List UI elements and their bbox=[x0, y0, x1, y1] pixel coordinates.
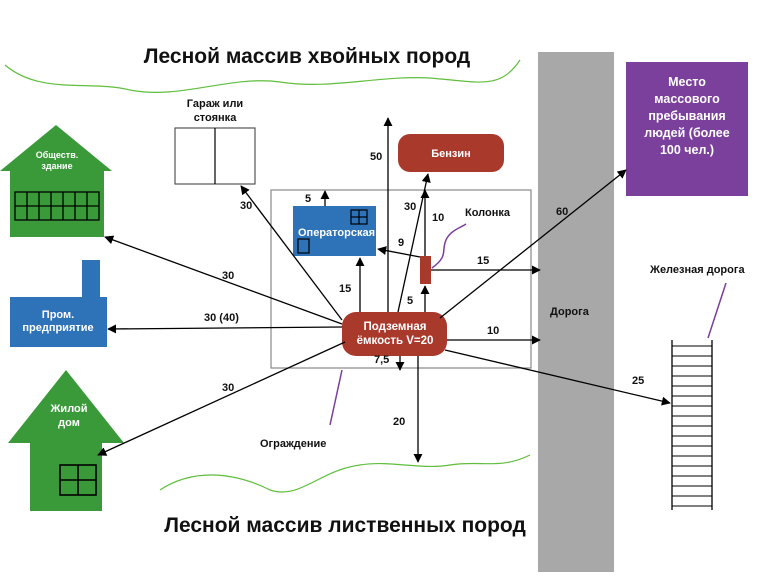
industrial-label: Пром.предприятие bbox=[22, 309, 93, 334]
distance-down-long: 20 bbox=[393, 416, 405, 428]
pump-pointer bbox=[431, 223, 467, 269]
road bbox=[538, 52, 614, 572]
industrial-enterprise bbox=[10, 260, 107, 347]
distance-operator-top: 5 bbox=[305, 193, 311, 205]
gasoline-tank bbox=[398, 134, 504, 172]
distance-railway: 25 bbox=[632, 375, 644, 387]
distance-garage: 30 bbox=[240, 200, 252, 212]
arrow-to-public-building bbox=[104, 235, 343, 325]
mass-gathering-place bbox=[626, 62, 748, 196]
pump-label: Колонка bbox=[465, 207, 511, 219]
arrow-to-industrial bbox=[107, 324, 343, 334]
arrow-to-garage bbox=[240, 185, 343, 321]
distance-residential: 30 bbox=[222, 382, 234, 394]
public-building-label: Обществ.здание bbox=[36, 150, 79, 171]
coniferous-forest-boundary bbox=[4, 59, 521, 93]
distance-tank-road: 10 bbox=[487, 325, 499, 337]
distance-pump-up: 10 bbox=[432, 212, 444, 224]
arrow-to-railway bbox=[444, 349, 671, 406]
railway-label: Железная дорога bbox=[649, 264, 745, 276]
distance-pump-road: 15 bbox=[477, 255, 489, 267]
distance-public-building: 30 bbox=[222, 270, 234, 282]
distance-down-short: 7,5 bbox=[374, 354, 389, 366]
distance-operator-room: 15 bbox=[339, 283, 351, 295]
operator-room bbox=[293, 206, 376, 256]
underground-tank bbox=[342, 312, 447, 356]
arrow-pump-to-operator bbox=[377, 246, 421, 258]
distance-operator-pump: 9 bbox=[398, 237, 404, 249]
title-deciduous-forest: Лесной массив лиственных пород bbox=[164, 514, 526, 537]
operator-room-label: Операторская bbox=[298, 227, 375, 239]
distance-mass-gathering: 60 bbox=[556, 206, 568, 218]
railway bbox=[671, 340, 713, 510]
arrow-to-mass-gathering bbox=[439, 169, 627, 319]
distance-gasoline: 30 bbox=[404, 201, 416, 213]
distance-up-arrow: 50 bbox=[370, 151, 382, 163]
road-label: Дорога bbox=[550, 306, 590, 318]
gasoline-label: Бензин bbox=[431, 148, 471, 160]
fence-label: Ограждение bbox=[260, 438, 326, 450]
fence-pointer bbox=[329, 369, 343, 426]
public-building bbox=[0, 125, 112, 237]
distance-industrial: 30 (40) bbox=[204, 312, 239, 324]
distance-pump-tank: 5 bbox=[407, 295, 413, 307]
arrow-to-residential bbox=[97, 341, 346, 456]
railway-pointer bbox=[707, 282, 727, 339]
title-coniferous-forest: Лесной массив хвойных пород bbox=[144, 45, 470, 68]
residential-house bbox=[8, 370, 124, 511]
fuel-pump bbox=[420, 256, 431, 284]
deciduous-forest-boundary bbox=[159, 454, 531, 493]
